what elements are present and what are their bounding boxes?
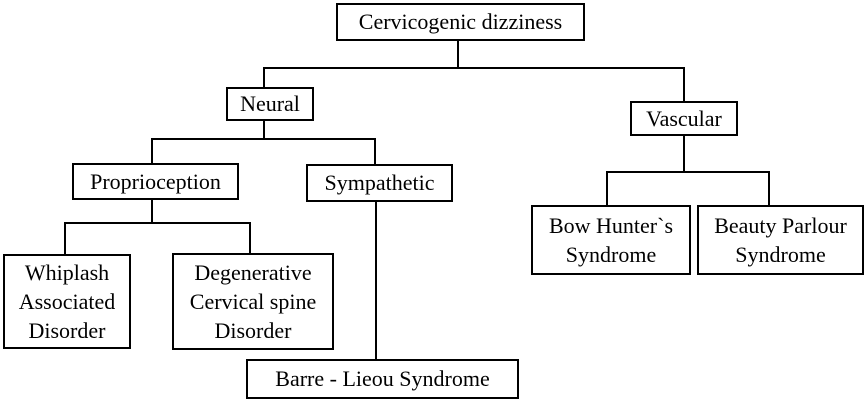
node-bow-hunters-syndrome: Bow Hunter`s Syndrome — [531, 205, 691, 275]
connector-vascular-drop — [683, 67, 685, 103]
node-proprioception: Proprioception — [72, 163, 239, 200]
node-sympathetic: Sympathetic — [306, 164, 453, 202]
connector-bow-hunters-drop — [606, 171, 608, 207]
connector-degenerative-drop — [249, 222, 251, 255]
node-whiplash-associated-disorder: Whiplash Associated Disorder — [3, 254, 131, 349]
connector-whiplash-drop — [64, 222, 66, 256]
connector-vascular-stem — [683, 134, 685, 173]
connector-proprioception-drop — [151, 138, 153, 165]
node-barre-lieou-syndrome: Barre - Lieou Syndrome — [246, 359, 519, 399]
connector-neural-horizontal — [151, 138, 376, 140]
connector-vascular-horizontal — [606, 171, 770, 173]
connector-neural-stem — [263, 119, 265, 140]
node-degenerative-cervical-spine-disorder: Degenerative Cervical spine Disorder — [172, 253, 334, 350]
node-neural: Neural — [226, 87, 314, 121]
connector-proprioception-horizontal — [64, 222, 251, 224]
connector-beauty-parlour-drop — [768, 171, 770, 207]
connector-sympathetic-drop — [374, 138, 376, 166]
node-vascular: Vascular — [630, 101, 738, 136]
node-beauty-parlour-syndrome: Beauty Parlour Syndrome — [697, 205, 864, 275]
node-cervicogenic-dizziness: Cervicogenic dizziness — [336, 3, 585, 41]
connector-proprioception-stem — [151, 198, 153, 224]
connector-level1-horizontal — [263, 67, 685, 69]
connector-root-stem — [457, 39, 459, 69]
connector-neural-drop — [263, 67, 265, 89]
connector-barre-lieou-drop — [375, 200, 377, 361]
